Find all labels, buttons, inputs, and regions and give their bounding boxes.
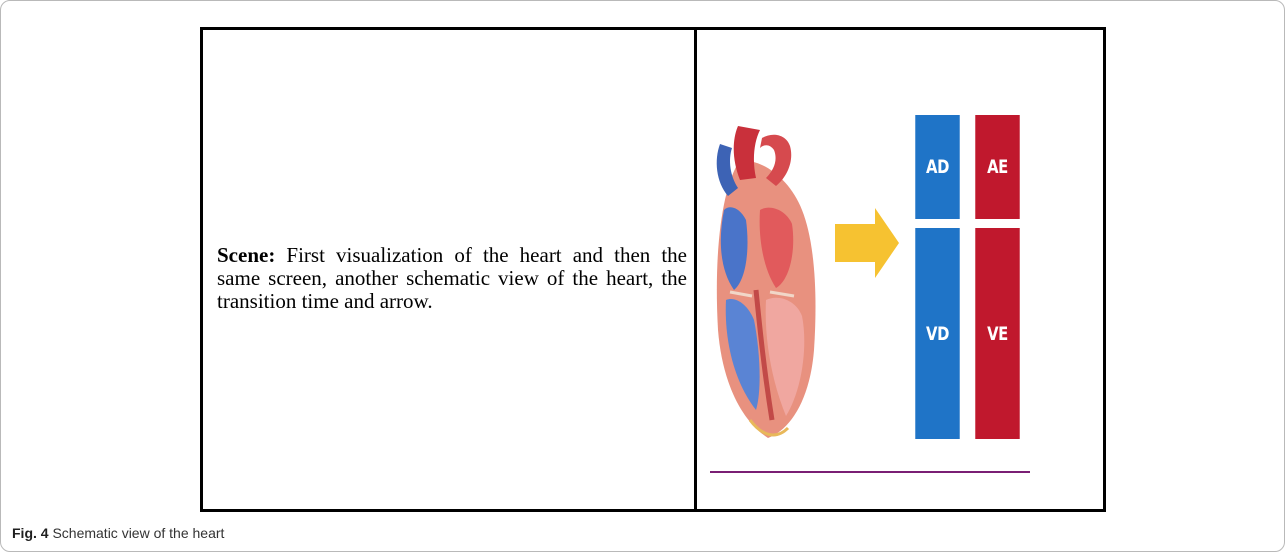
scene-description: Scene: First visualization of the heart … xyxy=(217,244,687,313)
scene-description-cell: Scene: First visualization of the heart … xyxy=(203,30,697,509)
chamber-ve-label: VE xyxy=(987,323,1008,345)
figure-caption-label: Fig. 4 xyxy=(12,525,49,541)
scene-text: First visualization of the heart and the… xyxy=(217,243,687,313)
chamber-vd-label: VD xyxy=(926,323,949,345)
figure-caption: Fig. 4 Schematic view of the heart xyxy=(12,525,224,541)
scene-label: Scene: xyxy=(217,243,275,267)
chamber-ad: AD xyxy=(915,115,959,219)
chamber-schematic: AD AE VD VE xyxy=(909,115,1029,440)
chamber-ad-label: AD xyxy=(926,156,949,178)
chamber-ve: VE xyxy=(975,228,1019,439)
divider-rule xyxy=(710,471,1030,473)
transition-arrow-icon xyxy=(835,208,899,278)
chamber-vd: VD xyxy=(915,228,959,439)
figure-panel-table: Scene: First visualization of the heart … xyxy=(200,27,1106,512)
figure-caption-text: Schematic view of the heart xyxy=(52,525,224,541)
chamber-ae: AE xyxy=(975,115,1019,219)
heart-anatomy-illustration xyxy=(710,120,820,445)
chamber-ae-label: AE xyxy=(987,156,1008,178)
schematic-cell: AD AE VD VE xyxy=(697,30,1103,509)
